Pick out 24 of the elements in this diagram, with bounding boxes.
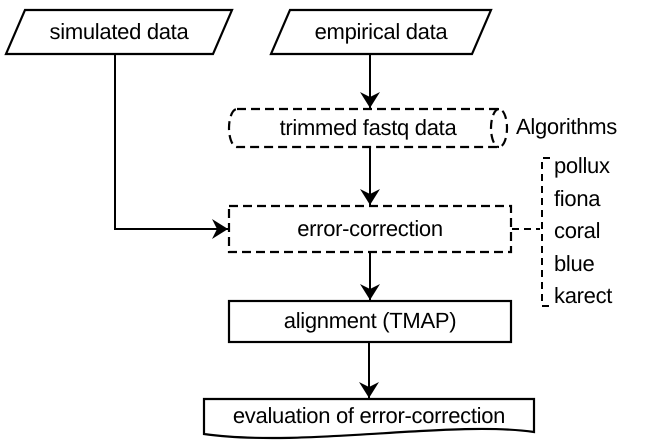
node-label: simulated data	[50, 20, 188, 44]
input-parallelogram	[270, 9, 492, 55]
storage-cylinder	[228, 108, 508, 148]
node-label: error-correction	[297, 216, 443, 242]
process-box	[228, 205, 512, 253]
group-heading: Algorithms	[516, 115, 617, 140]
document-shape	[203, 398, 535, 442]
arrow	[360, 148, 380, 205]
input-parallelogram	[5, 9, 233, 55]
node-label: empirical data	[314, 20, 448, 44]
algorithm-name: blue	[554, 250, 596, 278]
connector-line	[512, 228, 540, 230]
algorithm-name: karect	[554, 282, 612, 310]
arrow	[360, 253, 380, 300]
arrow	[114, 55, 228, 239]
process-box	[228, 300, 512, 343]
arrow	[359, 343, 379, 398]
node-label: trimmed fastq data	[280, 116, 456, 140]
node-label: alignment (TMAP)	[284, 309, 456, 334]
algorithm-name: pollux	[554, 152, 611, 180]
algorithm-name: fiona	[554, 184, 602, 212]
algorithm-name: coral	[554, 217, 602, 245]
arrow	[360, 55, 380, 108]
node-label: evaluation of error-correction	[232, 404, 506, 428]
